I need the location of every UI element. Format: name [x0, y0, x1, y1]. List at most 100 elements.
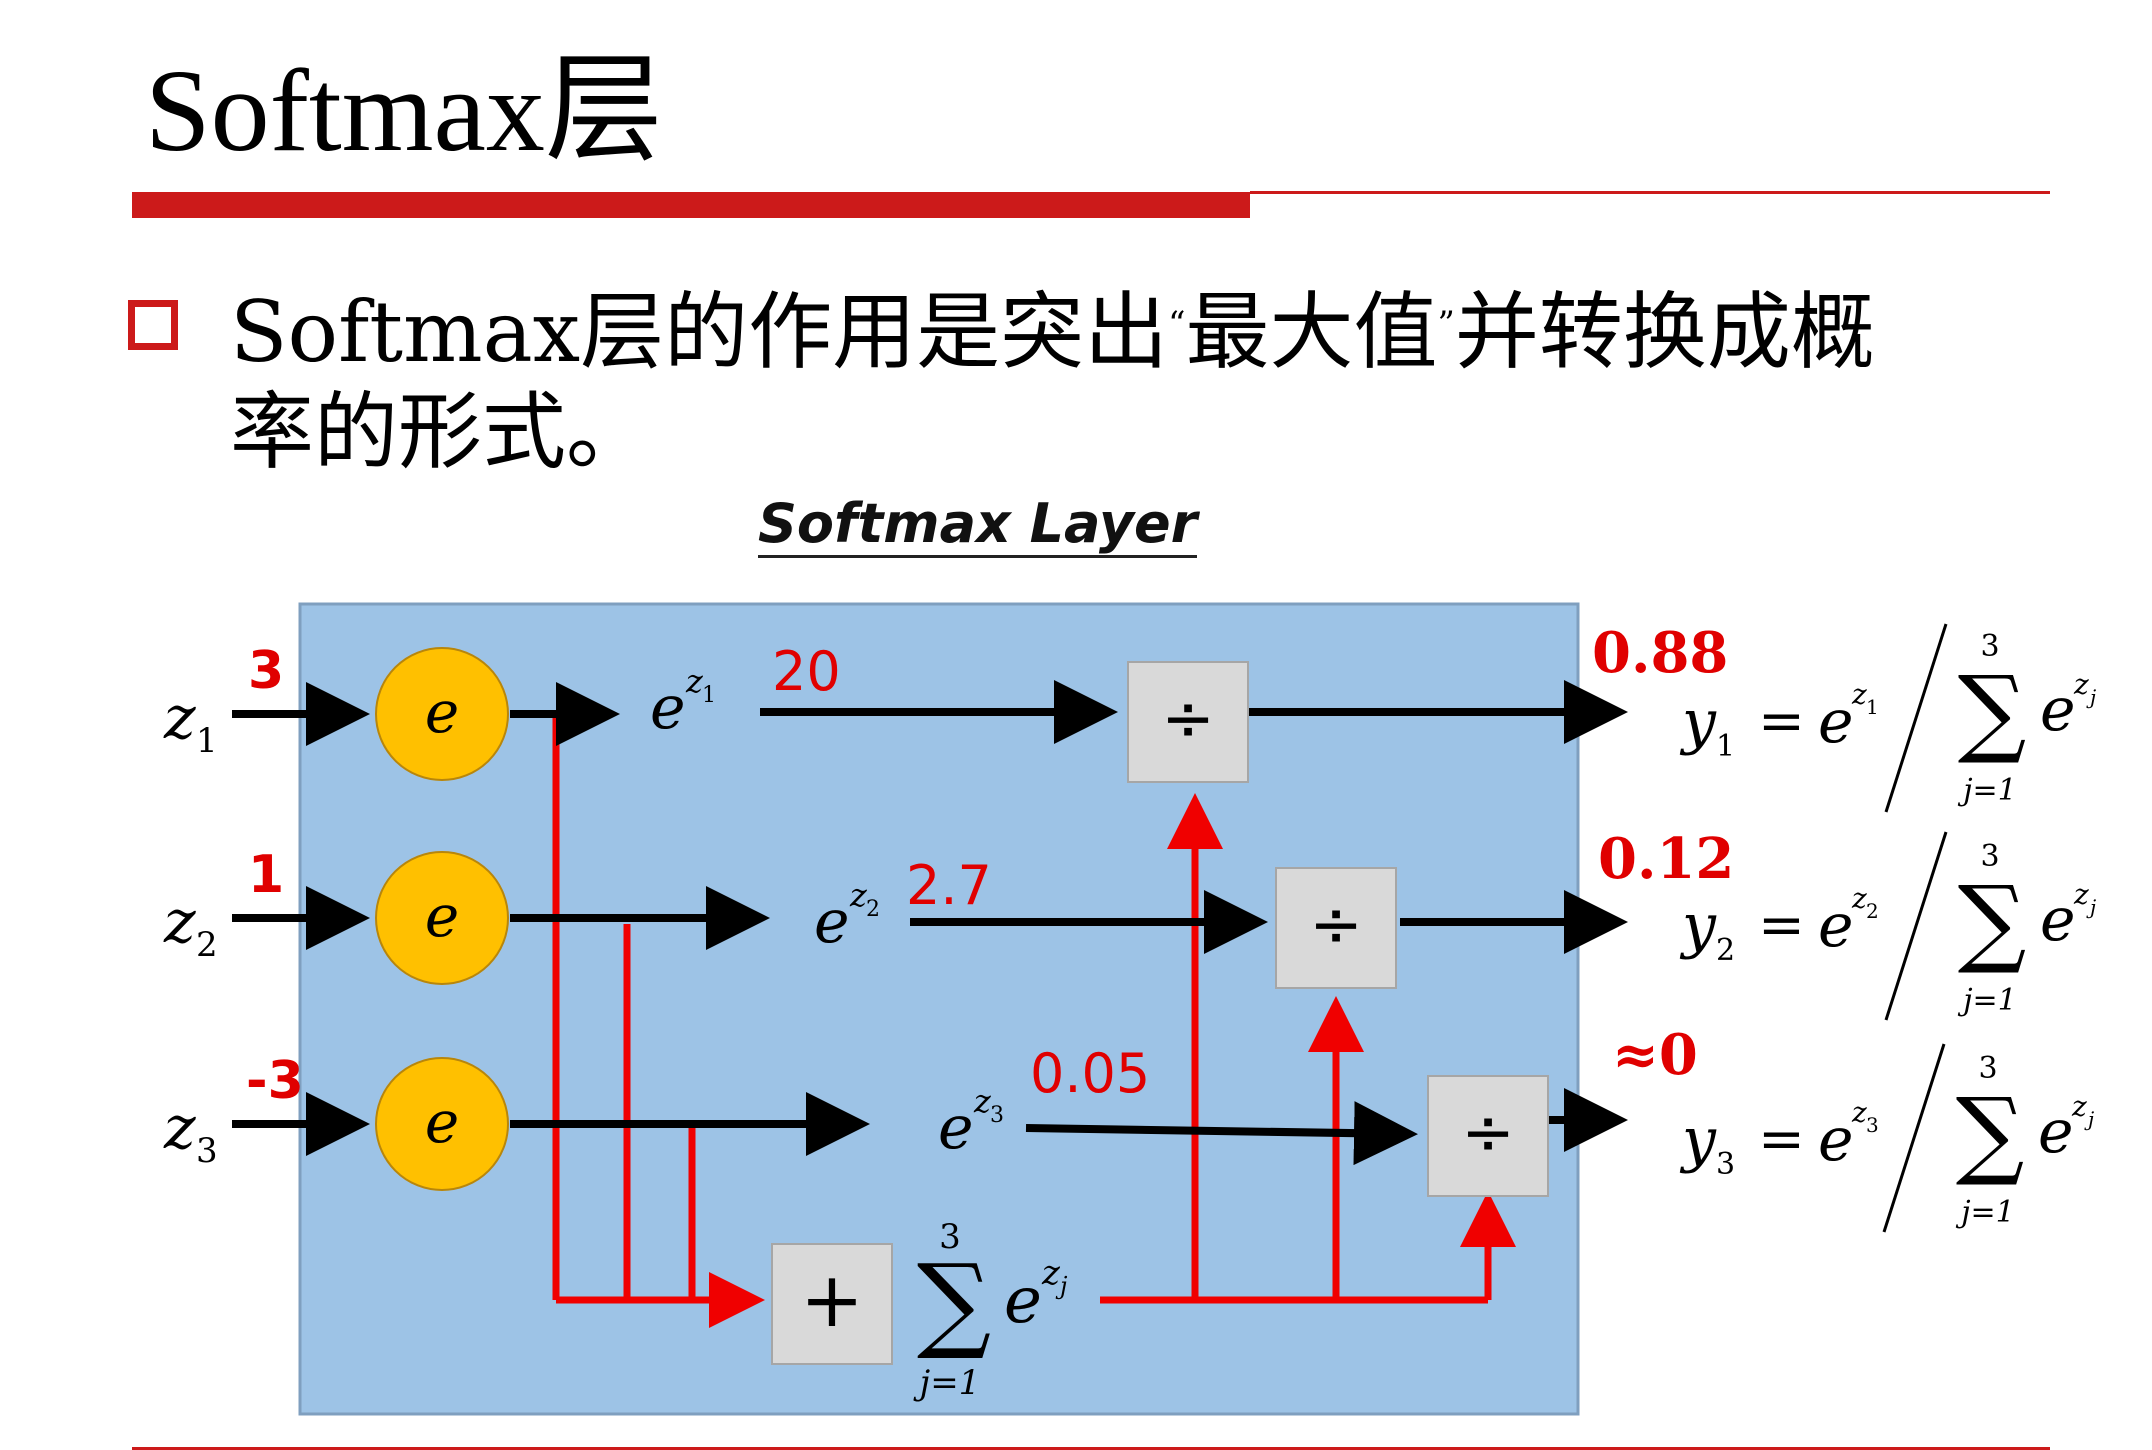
title-underline-thin	[1250, 191, 2050, 194]
output-fraction-slash	[1884, 831, 1948, 1021]
divide-symbol: ÷	[1161, 682, 1215, 756]
output-num-base: e	[1818, 1105, 1854, 1175]
input-sub: 3	[196, 1131, 218, 1171]
exp-node-label: e	[425, 1088, 459, 1156]
exp-value: 0.05	[1030, 1042, 1150, 1105]
output-sub: 1	[1716, 729, 1735, 764]
exp-node-label: e	[425, 882, 459, 950]
quote-close: ”	[1437, 304, 1455, 344]
quote-open: “	[1168, 304, 1186, 344]
exp-value: 2.7	[906, 854, 992, 917]
output-num-var: z	[1851, 1096, 1867, 1129]
bullet-line1-c: 并转换成概	[1454, 283, 1875, 381]
exp-node-2: e	[375, 851, 509, 985]
exp-term-3: e z 3 0.05	[938, 1042, 1150, 1163]
output-sigma: ∑	[1958, 865, 2027, 977]
output-sub: 2	[1716, 933, 1735, 968]
output-value: 0.12	[1598, 826, 1734, 892]
output-lower: j=1	[1957, 773, 2017, 808]
sum-wiring	[552, 712, 1516, 1328]
sum-expression: 3 ∑ j=1 e z j	[913, 1217, 1068, 1403]
divide-box-2: ÷	[1275, 867, 1397, 989]
page-title: Softmax层	[145, 45, 663, 176]
output-num-base: e	[1818, 891, 1854, 961]
output-y: y	[1679, 1105, 1717, 1175]
output-num-sub: 2	[1866, 899, 1879, 923]
input-var: z	[163, 683, 196, 753]
output-den-var: z	[2071, 1090, 2087, 1123]
divide-symbol: ÷	[1309, 888, 1363, 962]
output-den-base: e	[2040, 885, 2076, 955]
output-upper: 3	[1980, 839, 1999, 874]
exp-node-3: e	[375, 1057, 509, 1191]
output-sub: 3	[1716, 1147, 1735, 1182]
exp-sub: 1	[702, 683, 716, 708]
exp-node-label: e	[425, 678, 459, 746]
input-value: -3	[246, 1051, 304, 1111]
exp-sub: 3	[990, 1103, 1004, 1128]
output-num-base: e	[1818, 687, 1854, 757]
exp-base: e	[650, 673, 686, 743]
exp-sub: 2	[866, 897, 880, 922]
input-var: z	[163, 887, 196, 957]
output-den-var: z	[2073, 668, 2089, 701]
output-num-var: z	[1851, 882, 1867, 915]
input-value: 3	[248, 641, 284, 701]
output-den-var: z	[2073, 878, 2089, 911]
flow-arrows	[232, 680, 1628, 1166]
input-3: z 3 -3	[163, 1051, 304, 1171]
exp-term-1: e z 1 20	[650, 640, 841, 743]
sum-lower: j=1	[913, 1363, 981, 1403]
output-lower: j=1	[1957, 983, 2017, 1018]
bullet-line1-a: Softmax层的作用是突出	[230, 283, 1169, 381]
layer-panel	[298, 602, 1580, 1416]
exp-var: z	[685, 662, 704, 700]
output-den-sub: j	[2086, 685, 2096, 709]
exp-var: z	[849, 876, 868, 914]
output-upper: 3	[1980, 629, 1999, 664]
output-den-base: e	[2040, 675, 2076, 745]
output-value: 0.88	[1592, 620, 1728, 686]
output-sigma: ∑	[1958, 655, 2027, 767]
sum-symbol: +	[800, 1255, 864, 1344]
output-fraction-slash	[1884, 623, 1948, 813]
output-lower: j=1	[1955, 1195, 2015, 1230]
output-3: ≈0 y 3 = e z 3 3 ∑ j=1 e z j	[1612, 1022, 2094, 1233]
divide-symbol: ÷	[1461, 1096, 1515, 1170]
input-sub: 1	[196, 721, 218, 761]
output-den-sub: j	[2084, 1107, 2094, 1131]
sum-base: e	[1004, 1264, 1042, 1338]
divide-box-3: ÷	[1427, 1075, 1549, 1197]
divide-box-1: ÷	[1127, 661, 1249, 783]
footer-rule	[132, 1447, 2050, 1450]
output-sigma: ∑	[1956, 1077, 2025, 1189]
bullet-text: Softmax层的作用是突出“最大值”并转换成概率的形式。	[230, 282, 2030, 482]
output-den-base: e	[2038, 1097, 2074, 1167]
output-fraction-slash	[1882, 1043, 1946, 1233]
output-eq: =	[1758, 1107, 1805, 1172]
output-upper: 3	[1978, 1051, 1997, 1086]
exp-node-1: e	[375, 647, 509, 781]
sum-sigma: ∑	[917, 1241, 991, 1363]
diagram-title: Softmax Layer	[758, 494, 1198, 559]
bullet-square-icon	[128, 300, 178, 350]
output-num-sub: 1	[1866, 695, 1879, 719]
exp-base: e	[814, 887, 850, 957]
output-eq: =	[1758, 893, 1805, 958]
sum-box: +	[771, 1243, 893, 1365]
output-2: 0.12 y 2 = e z 2 3 ∑ j=1 e z j	[1598, 826, 2096, 1021]
sum-upper: 3	[939, 1217, 961, 1257]
output-num-sub: 3	[1866, 1113, 1879, 1137]
exp-term-2: e z 2 2.7	[814, 854, 992, 957]
output-eq: =	[1758, 689, 1805, 754]
output-value: ≈0	[1612, 1022, 1698, 1088]
output-y: y	[1679, 891, 1717, 961]
input-value: 1	[248, 845, 284, 905]
input-var: z	[163, 1093, 196, 1163]
bullet-line2: 率的形式。	[230, 383, 651, 481]
title-underline-thick	[132, 192, 1250, 218]
output-den-sub: j	[2086, 895, 2096, 919]
exp-base: e	[938, 1093, 974, 1163]
sum-exp-var: z	[1041, 1253, 1061, 1293]
